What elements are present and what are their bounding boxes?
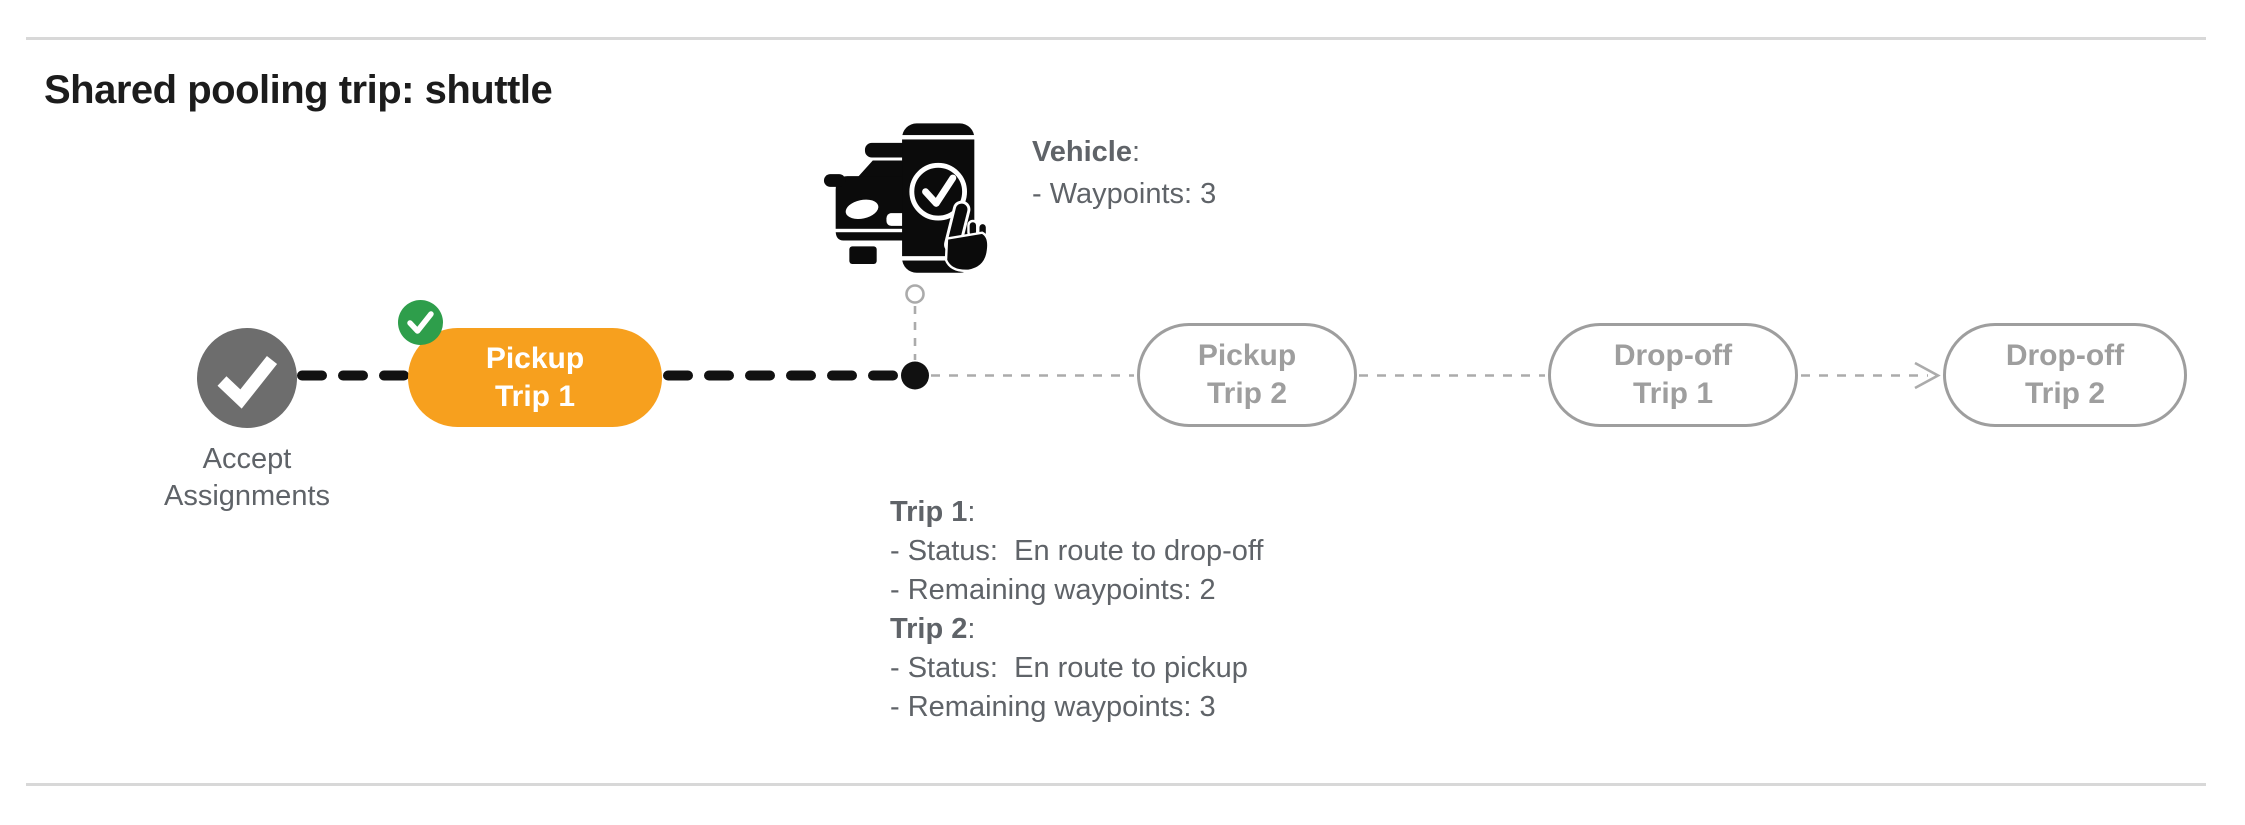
node-dropoff-trip-1: Drop-off Trip 1 [1548, 323, 1798, 427]
node-label-line2: Trip 1 [494, 379, 576, 413]
node-label-line2: Trip 2 [1206, 377, 1288, 410]
completed-check-badge [398, 300, 443, 345]
vehicle-info-heading: Vehicle: [1032, 136, 1141, 168]
accept-assignments-label: Accept Assignments [97, 441, 397, 515]
trip2-heading-bold: Trip 2 [890, 613, 968, 645]
arrowhead-icon [1914, 361, 1941, 390]
top-divider [26, 37, 2206, 40]
vehicle-info-line: - Waypoints: 3 [1032, 178, 1217, 210]
trip2-status-line: - Status: En route to pickup [890, 652, 1248, 684]
vehicle-anchor-circle [905, 284, 925, 304]
node-label-line2: Trip 1 [1632, 377, 1714, 410]
node-dropoff-trip-2: Drop-off Trip 2 [1943, 323, 2187, 427]
page-title: Shared pooling trip: shuttle [44, 68, 553, 112]
node-label-line1: Drop-off [1613, 339, 1733, 372]
vehicle-info-heading-bold: Vehicle [1032, 136, 1132, 168]
node-label-line1: Drop-off [2005, 339, 2125, 372]
trip1-heading: Trip 1: [890, 496, 976, 528]
trip1-status-line: - Status: En route to drop-off [890, 535, 1264, 567]
trip1-heading-bold: Trip 1 [890, 496, 968, 528]
car-glyph [823, 142, 918, 264]
trip-info: Trip 1: - Status: En route to drop-off -… [890, 493, 1263, 727]
accept-label-line2: Assignments [163, 480, 330, 512]
node-pickup-trip-1: Pickup Trip 1 [408, 328, 662, 427]
trip2-waypoints-line: - Remaining waypoints: 3 [890, 691, 1216, 723]
current-position-dot [901, 361, 929, 390]
bottom-divider [26, 783, 2206, 786]
node-label-line2: Trip 2 [2024, 377, 2106, 410]
accept-label-line1: Accept [202, 443, 292, 475]
trip2-heading: Trip 2: [890, 613, 976, 645]
vehicle-phone-check-icon [823, 123, 988, 273]
trip1-waypoints-line: - Remaining waypoints: 2 [890, 574, 1216, 606]
node-label-line1: Pickup [485, 341, 585, 375]
node-label-line1: Pickup [1197, 339, 1297, 372]
node-pickup-trip-2: Pickup Trip 2 [1137, 323, 1357, 427]
accept-assignments-node [197, 328, 297, 428]
check-icon [217, 355, 278, 409]
vehicle-info: Vehicle: - Waypoints: 3 [1032, 131, 1216, 215]
hand-glyph [944, 200, 988, 273]
check-icon [407, 311, 434, 334]
